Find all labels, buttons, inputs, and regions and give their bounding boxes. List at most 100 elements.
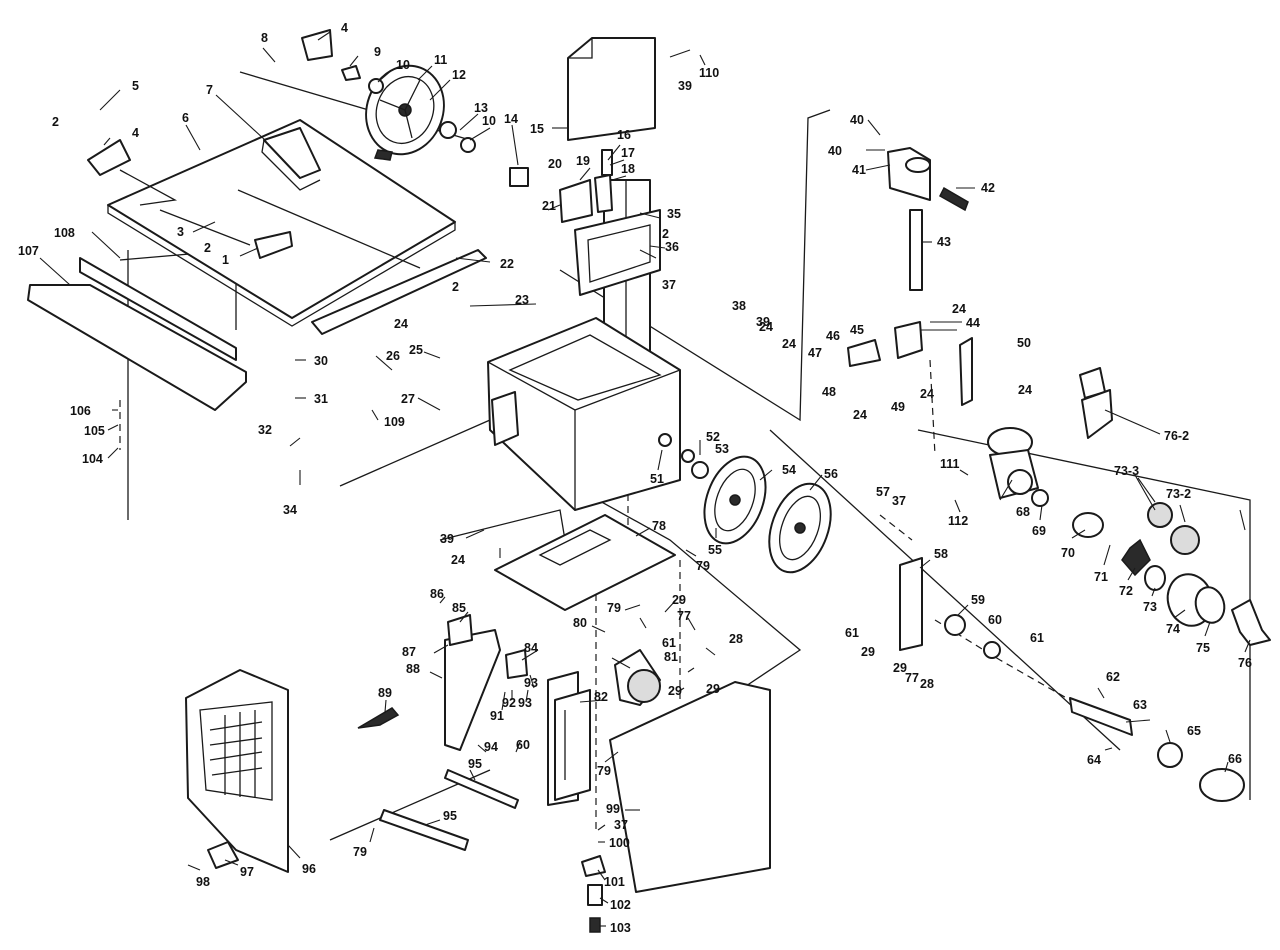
callout-48: 48	[822, 385, 836, 399]
callout-93b: 93	[518, 696, 532, 710]
callout-112: 112	[948, 514, 968, 528]
callout-15: 15	[530, 122, 544, 136]
callout-54: 54	[782, 463, 796, 477]
callout-2c: 2	[452, 280, 459, 294]
callout-42: 42	[981, 181, 995, 195]
callout-108: 108	[54, 226, 75, 240]
callout-64: 64	[1087, 753, 1101, 767]
callout-29e: 29	[893, 661, 907, 675]
callout-103: 103	[610, 921, 631, 935]
callout-62: 62	[1106, 670, 1120, 684]
callout-24a: 24	[394, 317, 408, 331]
fence-rail-108	[79, 257, 237, 361]
callout-55: 55	[708, 543, 722, 557]
callout-39a: 39	[678, 79, 692, 93]
small-hardware	[341, 65, 529, 187]
leveling-foot	[581, 855, 606, 933]
callout-73-3: 73-3	[1114, 464, 1139, 478]
callout-59: 59	[971, 593, 985, 607]
callout-41: 41	[852, 163, 866, 177]
callout-19: 19	[576, 154, 590, 168]
callout-29c: 29	[706, 682, 720, 696]
small-washers	[658, 433, 709, 479]
callout-4a: 4	[341, 21, 348, 35]
callout-98: 98	[196, 875, 210, 889]
callout-60a: 60	[988, 613, 1002, 627]
grinder-parts-row	[1031, 489, 1271, 646]
callout-49: 49	[891, 400, 905, 414]
callout-4b: 4	[132, 126, 139, 140]
callout-79c: 79	[597, 764, 611, 778]
callout-71: 71	[1094, 570, 1108, 584]
fence-rail-22	[311, 249, 487, 335]
callout-40a: 40	[850, 113, 864, 127]
callout-104: 104	[82, 452, 103, 466]
callout-37c: 37	[614, 818, 628, 832]
callout-3: 3	[177, 225, 184, 239]
callout-86: 86	[430, 587, 444, 601]
motor-mount-plate	[899, 557, 1245, 802]
callout-29d: 29	[861, 645, 875, 659]
motor	[614, 649, 661, 706]
callout-93a: 93	[524, 676, 538, 690]
callout-34: 34	[283, 503, 297, 517]
callout-95b: 95	[443, 809, 457, 823]
callout-6: 6	[182, 111, 189, 125]
callout-88: 88	[406, 662, 420, 676]
callout-2a: 2	[52, 115, 59, 129]
base-top-plate	[494, 514, 676, 611]
callout-21: 21	[542, 199, 556, 213]
callout-109: 109	[384, 415, 405, 429]
callout-79a: 79	[696, 559, 710, 573]
callout-37a: 37	[662, 278, 676, 292]
callout-5: 5	[132, 79, 139, 93]
callout-76: 76	[1238, 656, 1252, 670]
callout-28b: 28	[920, 677, 934, 691]
callout-22: 22	[500, 257, 514, 271]
callout-2b: 2	[204, 241, 211, 255]
base-legs	[444, 629, 591, 806]
callout-9: 9	[374, 45, 381, 59]
callout-24h: 24	[451, 553, 465, 567]
saw-table	[107, 119, 456, 327]
callout-63: 63	[1133, 698, 1147, 712]
callout-13: 13	[474, 101, 488, 115]
callout-24b: 24	[759, 320, 773, 334]
callout-78: 78	[652, 519, 666, 533]
callout-14: 14	[504, 112, 518, 126]
callout-101: 101	[604, 875, 625, 889]
callout-106: 106	[70, 404, 91, 418]
cord-89	[357, 707, 400, 729]
callout-69: 69	[1032, 524, 1046, 538]
callout-38: 38	[732, 299, 746, 313]
callout-52: 52	[706, 430, 720, 444]
callout-87: 87	[402, 645, 416, 659]
callout-73-2: 73-2	[1166, 487, 1191, 501]
callout-81: 81	[664, 650, 678, 664]
saw-body-cabinet	[487, 317, 681, 511]
callout-35: 35	[667, 207, 681, 221]
callout-12: 12	[452, 68, 466, 82]
callout-10a: 10	[396, 58, 410, 72]
callout-91: 91	[490, 709, 504, 723]
callout-18: 18	[621, 162, 635, 176]
callout-102: 102	[610, 898, 631, 912]
callout-95a: 95	[468, 757, 482, 771]
callout-17: 17	[621, 146, 635, 160]
callout-76-2: 76-2	[1164, 429, 1189, 443]
spindle-sleeve	[1079, 367, 1113, 439]
callout-labels: 1 2 2 2 2 3 4 4 5 6 7 8 9 10 10 11 12 13…	[18, 21, 1252, 935]
switch-box	[447, 614, 528, 679]
callout-61b: 61	[845, 626, 859, 640]
callout-37b: 37	[892, 494, 906, 508]
callout-20: 20	[548, 157, 562, 171]
callout-10b: 10	[482, 114, 496, 128]
callout-89: 89	[378, 686, 392, 700]
callout-8: 8	[261, 31, 268, 45]
callout-79d: 79	[353, 845, 367, 859]
callout-11: 11	[434, 53, 447, 67]
callout-23: 23	[515, 293, 529, 307]
fence-rail-107	[27, 284, 247, 411]
callout-45: 45	[850, 323, 864, 337]
callout-39c: 39	[440, 532, 454, 546]
